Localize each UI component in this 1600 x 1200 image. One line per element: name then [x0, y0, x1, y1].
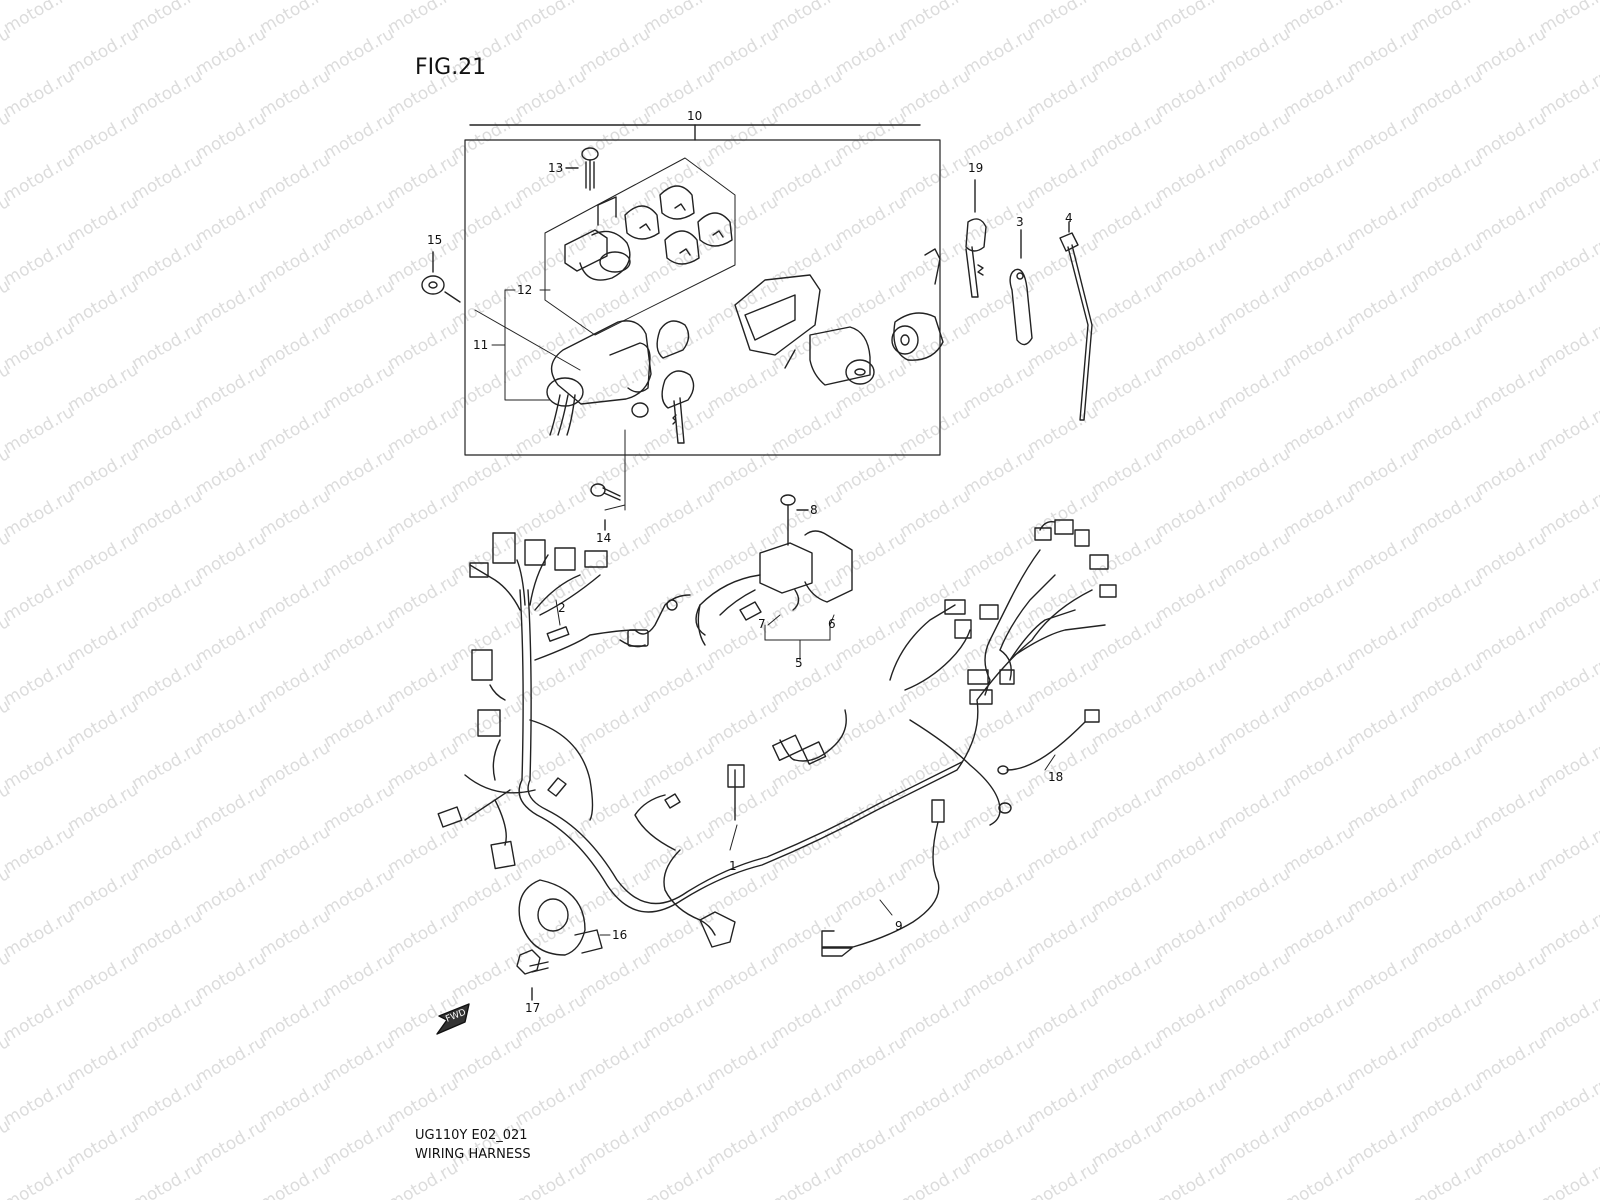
- lock-cylinder-small: [891, 248, 944, 361]
- callout-5: 5: [795, 656, 803, 670]
- seat-lock-housing: [734, 274, 875, 386]
- ignition-switch-11: [546, 320, 652, 436]
- cable-tie-4: [1059, 221, 1093, 421]
- callout-6: 6: [828, 617, 836, 631]
- relay-group-5: [695, 494, 853, 661]
- callout-labels: 1 2 3 4 5 6 7 8 9 10 11 12 13 14 15 16 1…: [427, 109, 1073, 1015]
- callout-12: 12: [517, 283, 532, 297]
- callout-7: 7: [758, 617, 766, 631]
- callout-8: 8: [810, 503, 818, 517]
- bolt-17: [516, 949, 549, 1001]
- nut-15: [421, 251, 461, 303]
- key-19: [965, 179, 987, 298]
- sub-harness-9: [821, 799, 945, 957]
- ignition-key: [656, 320, 695, 444]
- lead-wire-18: [997, 709, 1100, 775]
- lock-cylinder-12: [564, 196, 631, 281]
- callout-15: 15: [427, 233, 442, 247]
- key-cylinders: [624, 185, 733, 265]
- forward-arrow-icon: FWD: [436, 1003, 470, 1035]
- callout-16: 16: [612, 928, 627, 942]
- diagram-code: UG110Y E02_021: [415, 1128, 528, 1143]
- callout-11: 11: [473, 338, 488, 352]
- callout-9: 9: [895, 919, 903, 933]
- callout-10: 10: [687, 109, 702, 123]
- callout-17: 17: [525, 1001, 540, 1015]
- callout-4: 4: [1065, 211, 1073, 225]
- callout-13: 13: [548, 161, 563, 175]
- screw-13: [565, 147, 599, 191]
- clamp-3: [1009, 229, 1033, 346]
- callout-19: 19: [968, 161, 983, 175]
- horn-16: [518, 879, 603, 956]
- screw-14: [590, 483, 621, 531]
- diagram-name: WIRING HARNESS: [415, 1147, 531, 1162]
- callout-1: 1: [729, 859, 737, 873]
- callout-18: 18: [1048, 770, 1063, 784]
- figure-title: FIG.21: [415, 55, 487, 80]
- callout-3: 3: [1016, 215, 1024, 229]
- ignition-set-group: [464, 124, 944, 511]
- leader-lines: [555, 599, 1056, 936]
- callout-14: 14: [596, 531, 611, 545]
- callout-2: 2: [558, 601, 566, 615]
- wiring-harness-1: [437, 519, 1117, 948]
